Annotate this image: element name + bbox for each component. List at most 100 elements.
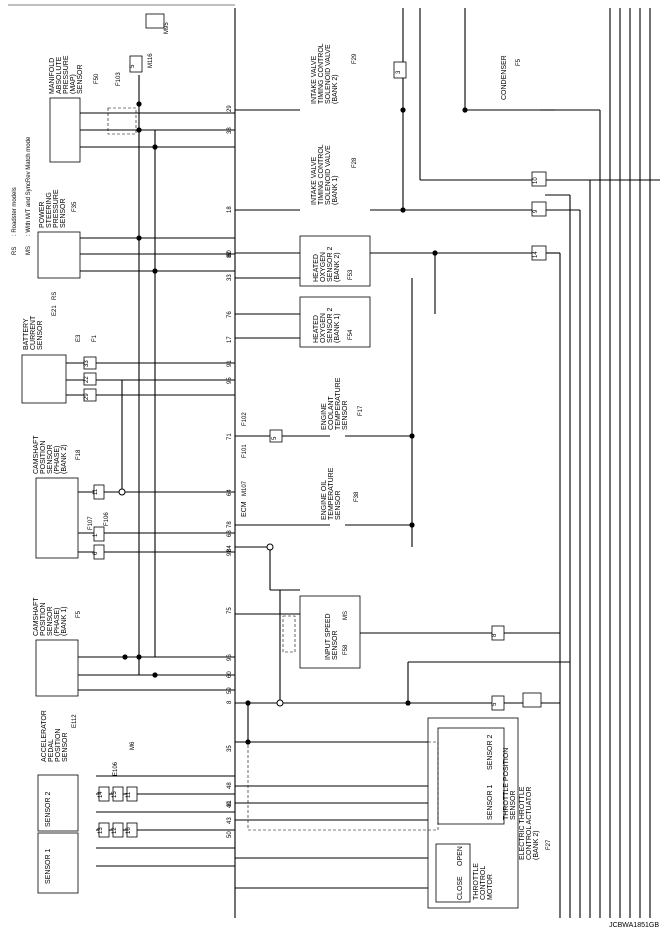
svg-text:CAMSHAFT POSITION: CAMSHAFT POSITION SENSOR (PHASE) (BANK 1…	[33, 596, 68, 636]
svg-text:MS: MS	[343, 611, 349, 620]
svg-text:5: 5	[492, 702, 498, 706]
svg-text:ELECTRIC THROTTLE CONTRO: ELECTRIC THROTTLE CONTROL ACTUATOR (BANK…	[519, 785, 540, 860]
svg-text:49: 49	[227, 801, 233, 808]
svg-text:95: 95	[227, 377, 233, 384]
legend: RS : Roadster models MS : With M/T and S…	[12, 136, 32, 255]
svg-text:75: 75	[227, 607, 233, 614]
jt-16: 16	[126, 827, 132, 834]
svg-text:17: 17	[227, 336, 233, 343]
svg-text:HEATED OXYGEN SENS: HEATED OXYGEN SENSOR 2 (BANK 1)	[313, 306, 341, 343]
diagram-code: JCBWA1851GB	[609, 922, 659, 929]
svg-text:F50: F50	[94, 73, 100, 84]
left-terminal-boxes	[83, 13, 165, 838]
svg-text:F58: F58	[343, 644, 349, 655]
svg-text:91: 91	[227, 360, 233, 367]
svg-text:F17: F17	[358, 405, 364, 416]
svg-text:18: 18	[227, 206, 233, 213]
svg-text:SENSOR 1: SENSOR 1	[487, 784, 494, 820]
svg-text:48: 48	[227, 782, 233, 789]
jt-14: 14	[98, 791, 104, 798]
svg-text:E3: E3	[76, 334, 82, 342]
right-terminal-boxes	[269, 61, 547, 711]
jt-13: 13	[98, 827, 104, 834]
svg-text:F28: F28	[352, 157, 358, 168]
svg-text:F38: F38	[354, 491, 360, 502]
svg-text:60: 60	[227, 671, 233, 678]
svg-text:9: 9	[533, 209, 539, 213]
svg-text:F1: F1	[92, 334, 98, 342]
svg-text:RS: RS	[52, 292, 58, 300]
right-junction-dots	[245, 107, 468, 745]
svg-text:CLOSE: CLOSE	[457, 876, 464, 900]
svg-text:8: 8	[227, 700, 233, 704]
svg-text:CAMSHAFT POSITION: CAMSHAFT POSITION SENSOR (PHASE) (BANK 2…	[33, 434, 68, 474]
svg-text:M107: M107	[242, 480, 248, 496]
accel-sensor2-box	[37, 774, 79, 832]
svg-text:F5: F5	[516, 58, 522, 66]
svg-text:ENGINE OIL TEMPERATURE: ENGINE OIL TEMPERATURE SENSOR	[321, 466, 342, 520]
svg-text:POWER STEERING PRE: POWER STEERING PRESSURE SENSOR	[39, 188, 67, 228]
legend-rs-symbol: RS	[12, 247, 18, 255]
svg-text:31: 31	[227, 800, 233, 807]
svg-text:84: 84	[227, 545, 233, 552]
component-labels: ACCELERATOR PEDAL POSITION SENSOR E112 S…	[23, 22, 552, 900]
o2-bank1-box	[299, 296, 371, 348]
jt-5a: 5	[130, 64, 136, 68]
svg-text:96: 96	[227, 654, 233, 661]
svg-text:F103: F103	[116, 72, 122, 86]
svg-text:THROTTLE CONTROL M: THROTTLE CONTROL MOTOR	[473, 861, 494, 900]
o2-bank2-box	[299, 235, 371, 287]
left-junction-dots	[118, 101, 158, 678]
battery-box	[21, 354, 67, 404]
svg-text:SENSOR 2: SENSOR 2	[487, 734, 494, 770]
svg-text:MANIFOLD ABSOLUTE: MANIFOLD ABSOLUTE PRESSURE (MAP) SENSOR	[49, 54, 84, 94]
svg-text:5: 5	[272, 436, 278, 440]
svg-text:35: 35	[227, 745, 233, 752]
jt-33: 33	[84, 360, 90, 367]
jt-1: 1	[93, 533, 99, 537]
jt-22: 22	[84, 376, 90, 383]
svg-text:F53: F53	[348, 269, 354, 280]
svg-text:HEATED OXYGEN SENS: HEATED OXYGEN SENSOR 2 (BANK 2)	[313, 245, 341, 282]
svg-text:SENSOR 2: SENSOR 2	[45, 791, 52, 827]
svg-text:F18: F18	[76, 449, 82, 460]
input-dashed	[282, 615, 296, 653]
svg-text:59: 59	[227, 687, 233, 694]
jt-11b: 11	[93, 488, 99, 495]
svg-text:ENGINE COOLANT TEM: ENGINE COOLANT TEMPERATURE SENSOR	[321, 376, 349, 430]
cam-bank1-box	[35, 639, 79, 697]
svg-text:F29: F29	[352, 53, 358, 64]
svg-text:71: 71	[227, 433, 233, 440]
tps-box	[437, 727, 505, 825]
svg-text:3: 3	[396, 70, 402, 74]
svg-text:E106: E106	[113, 761, 119, 776]
svg-text:M6: M6	[130, 741, 136, 750]
svg-text:OPEN: OPEN	[457, 846, 464, 866]
svg-text:F27: F27	[546, 839, 552, 850]
svg-text:43: 43	[227, 817, 233, 824]
svg-text:38: 38	[227, 127, 233, 134]
legend-rs-text: : Roadster models	[12, 187, 18, 236]
svg-text:INTAKE VALVE TIMING CONT: INTAKE VALVE TIMING CONTROL SOLENOID VAL…	[311, 143, 339, 205]
left-wires	[66, 75, 235, 867]
svg-text:10: 10	[533, 177, 539, 184]
accel-sensor1-box	[37, 832, 79, 894]
input-speed-box	[299, 595, 361, 669]
right-terminal-labels: 5 8 5 3 14 9 10	[272, 70, 539, 706]
svg-text:ACCELERATOR PEDAL: ACCELERATOR PEDAL POSITION SENSOR	[41, 708, 69, 762]
svg-text:ECM: ECM	[241, 501, 248, 517]
svg-text:8: 8	[492, 633, 498, 637]
legend-ms-symbol: MS	[26, 246, 32, 255]
svg-text:SENSOR 1: SENSOR 1	[45, 848, 52, 884]
svg-text:M116: M116	[148, 53, 154, 68]
svg-text:CONDENSER: CONDENSER	[501, 55, 508, 100]
svg-text:14: 14	[533, 251, 539, 258]
cam-bank2-box	[35, 477, 79, 559]
svg-text:F106: F106	[104, 512, 110, 526]
motor-box	[435, 843, 471, 903]
svg-text:E112: E112	[72, 714, 78, 728]
jt-6: 6	[93, 551, 99, 555]
svg-text:50: 50	[227, 831, 233, 838]
svg-text:87: 87	[227, 251, 233, 258]
svg-text:63: 63	[227, 530, 233, 537]
